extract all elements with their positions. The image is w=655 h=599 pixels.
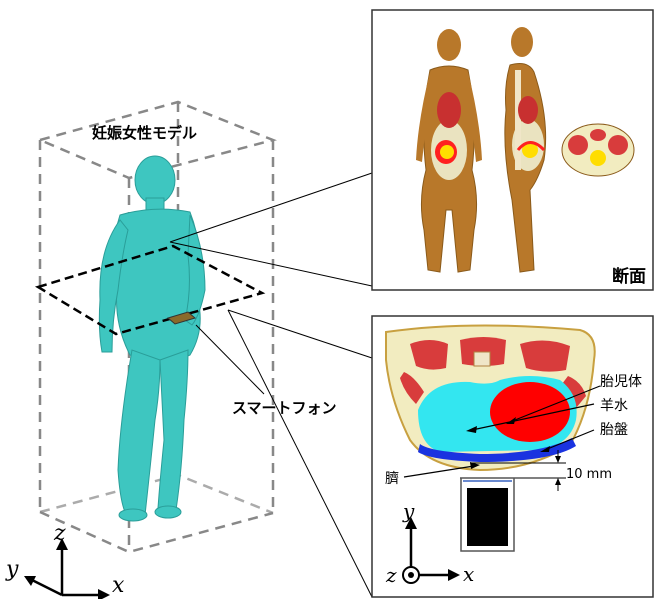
phone-leader [196,325,264,394]
fetus-label: 胎児体 [600,374,642,390]
phone-label: スマートフォン [232,399,337,417]
section-label: 断面 [612,266,646,287]
connector-top-1 [170,173,372,242]
amniotic-label: 羊水 [600,398,628,414]
connector-bottom-2 [228,310,372,597]
distance-label: 10 mm [566,467,612,482]
model-label: 妊娠女性モデル [92,124,197,142]
abdominal-cross-section [386,325,595,470]
main-axis-z: z [53,521,66,546]
inset-axis-z: z [385,563,397,587]
inset-axis-y: y [402,499,415,523]
main-axis-x: x [112,573,125,598]
main-axis-y: y [5,557,19,582]
connector-bottom-1 [228,310,372,358]
transverse-section-view [562,124,634,176]
smartphone-topview [461,478,514,551]
pregnant-woman-model [99,156,205,521]
main-axes [24,538,110,599]
navel-label: 臍 [385,471,399,487]
placenta-label: 胎盤 [600,422,628,438]
inset-axis-x: x [463,562,474,586]
